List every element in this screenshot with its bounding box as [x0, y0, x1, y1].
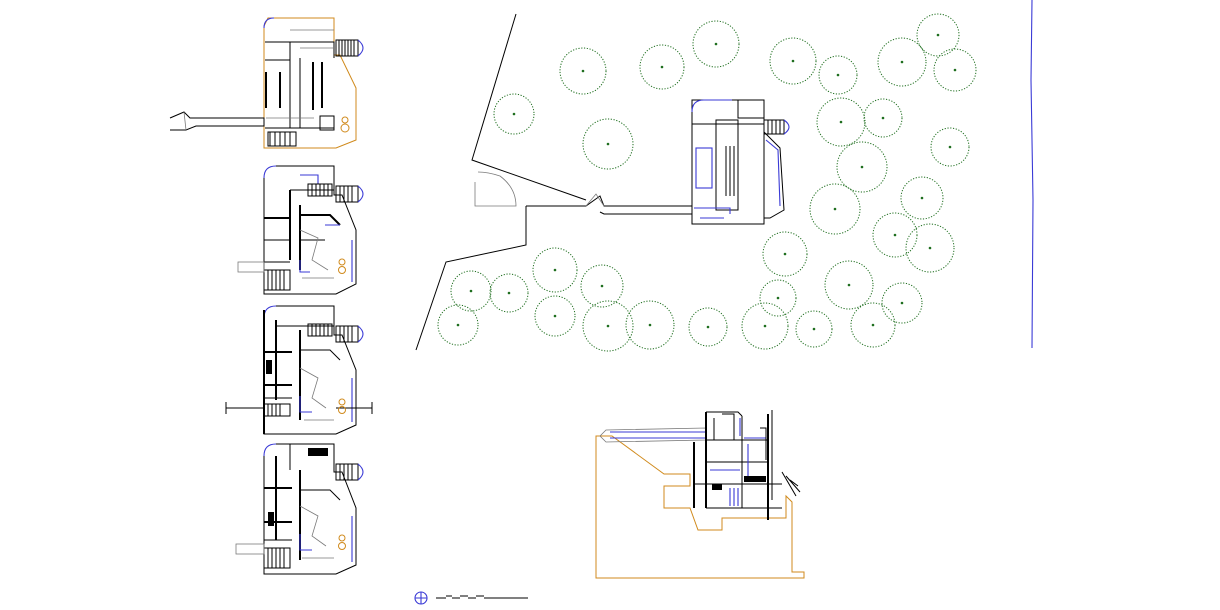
tree [816, 97, 866, 147]
floor-plan-level-4 [235, 443, 364, 575]
north-arrow-icon [414, 591, 428, 605]
tree [824, 260, 874, 310]
tree [933, 48, 977, 92]
tree [809, 183, 861, 235]
tree [930, 127, 970, 167]
stream-line [1030, 0, 1034, 349]
tree [836, 141, 888, 193]
tree [450, 270, 492, 312]
tree [741, 302, 789, 350]
tree [762, 231, 808, 277]
floor-plan-level-2 [237, 165, 364, 295]
tree [639, 44, 685, 90]
tree [795, 310, 833, 348]
floor-plan-level-3 [225, 305, 373, 435]
tree [559, 47, 607, 95]
tree [905, 223, 955, 273]
tree [692, 20, 740, 68]
tree [863, 98, 903, 138]
tree [580, 264, 624, 308]
tree [493, 93, 535, 135]
tree [872, 212, 918, 258]
tree [916, 13, 960, 57]
tree [818, 55, 858, 95]
tree [881, 282, 923, 324]
tree [688, 307, 728, 347]
scale-bar [436, 595, 528, 599]
building-section [595, 410, 805, 579]
site-boundary [415, 13, 693, 351]
tree [534, 295, 576, 337]
tree [877, 37, 927, 87]
tree [532, 247, 578, 293]
tree [625, 300, 675, 350]
site-plan [415, 0, 1034, 352]
floor-plan-level-1 [169, 17, 364, 149]
tree [582, 300, 634, 352]
house-roof-plan [691, 99, 790, 225]
tree [759, 279, 797, 317]
tree [437, 304, 479, 346]
tree [900, 176, 944, 220]
tree [850, 302, 896, 348]
tree [582, 118, 634, 170]
tree [489, 273, 529, 313]
tree [769, 37, 817, 85]
trees [437, 13, 977, 352]
